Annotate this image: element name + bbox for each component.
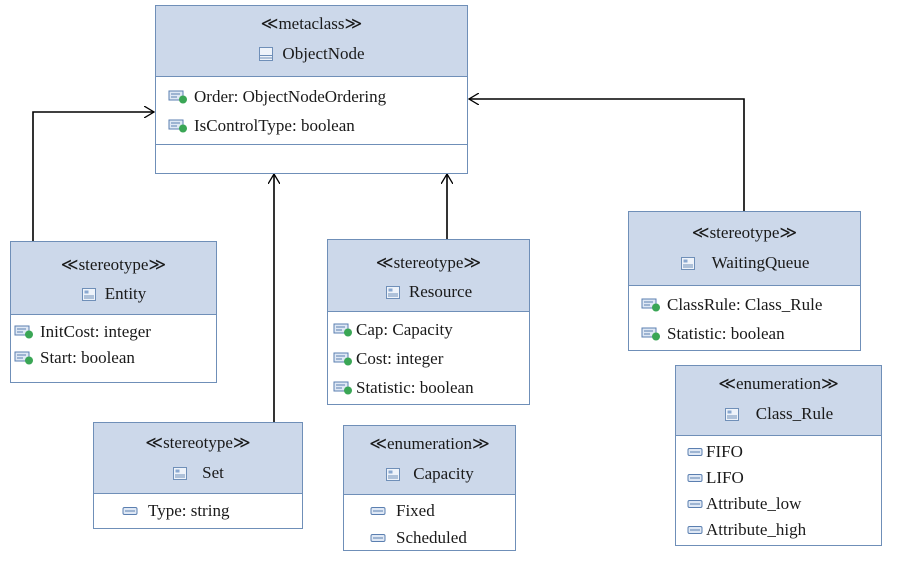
class-name: ObjectNode [282, 44, 365, 63]
enumeration-icon [386, 467, 401, 481]
literal-icon [687, 474, 703, 482]
operations-compartment [156, 144, 467, 173]
literal-row[interactable]: Fixed [370, 497, 515, 524]
literal-label: FIFO [706, 442, 743, 461]
stereotype-label: ≪metaclass≫ [260, 14, 363, 33]
entity-stereotype[interactable]: ≪stereotype≫ Entity InitCost: integer [10, 241, 217, 383]
stereotype-label: ≪stereotype≫ [375, 253, 482, 272]
literal-label: Attribute_high [706, 520, 807, 539]
waiting-queue-header: ≪stereotype≫ WaitingQueue [629, 212, 860, 286]
attribute-label: Cost: integer [356, 348, 444, 368]
stereotype-label: ≪stereotype≫ [145, 433, 251, 452]
attribute-row[interactable]: Cap: Capacity [333, 315, 529, 344]
property-icon [333, 352, 352, 365]
stereotype-icon [680, 256, 695, 270]
attribute-row[interactable]: Order: ObjectNodeOrdering [168, 82, 467, 111]
capacity-enumeration[interactable]: ≪enumeration≫ Capacity Fixed Schedule [343, 425, 516, 551]
literal-label: Attribute_low [706, 494, 802, 513]
attribute-label: Statistic: boolean [356, 377, 474, 397]
stereotype-label: ≪stereotype≫ [691, 223, 798, 242]
property-icon [14, 325, 33, 339]
resource-header: ≪stereotype≫ Resource [328, 240, 529, 312]
literal-icon [122, 507, 138, 515]
waiting-queue-stereotype[interactable]: ≪stereotype≫ WaitingQueue ClassRule: Cla… [628, 211, 861, 351]
stereotype-label: ≪enumeration≫ [718, 374, 839, 393]
attribute-row[interactable]: Statistic: boolean [641, 319, 860, 348]
property-icon [333, 323, 352, 336]
property-icon [168, 90, 187, 103]
capacity-header: ≪enumeration≫ Capacity [344, 426, 515, 495]
attribute-label: Cap: Capacity [356, 319, 453, 339]
attribute-row[interactable]: InitCost: integer [14, 319, 216, 345]
attribute-label: Statistic: boolean [667, 323, 785, 343]
literal-row[interactable]: Attribute_high [687, 517, 881, 543]
waiting-queue-extension-arrow [469, 99, 745, 212]
property-icon [14, 351, 33, 365]
literal-icon [687, 500, 703, 508]
literal-icon [370, 506, 386, 515]
literal-row[interactable]: LIFO [687, 465, 881, 491]
attribute-row[interactable]: Type: string [122, 497, 302, 525]
object-node-header: ≪metaclass≫ ObjectNode [156, 6, 467, 77]
class-name: Capacity [413, 464, 474, 483]
attribute-label: ClassRule: Class_Rule [667, 294, 823, 314]
property-icon [641, 298, 660, 311]
class-rule-header: ≪enumeration≫ Class_Rule [676, 366, 881, 436]
class-name: Class_Rule [755, 404, 834, 423]
object-node-metaclass[interactable]: ≪metaclass≫ ObjectNode Order: ObjectNode… [155, 5, 468, 174]
attribute-label: Start: boolean [40, 348, 135, 367]
entity-header: ≪stereotype≫ Entity [11, 242, 216, 315]
stereotype-label: ≪enumeration≫ [369, 434, 490, 453]
enumeration-icon [724, 407, 739, 421]
literal-row[interactable]: Scheduled [370, 524, 515, 551]
class-name: Entity [104, 284, 147, 303]
attribute-label: IsControlType: boolean [194, 115, 355, 135]
attribute-row[interactable]: ClassRule: Class_Rule [641, 290, 860, 319]
class-name: Set [202, 463, 224, 482]
resource-stereotype[interactable]: ≪stereotype≫ Resource Cap: Capacity [327, 239, 530, 405]
property-icon [641, 327, 660, 340]
literal-icon [687, 526, 703, 534]
literal-row[interactable]: FIFO [687, 439, 881, 465]
literal-label: LIFO [706, 468, 744, 487]
attribute-label: Order: ObjectNodeOrdering [194, 86, 387, 106]
attribute-label: Type: string [148, 501, 230, 520]
literal-label: Fixed [396, 500, 435, 520]
attribute-row[interactable]: IsControlType: boolean [168, 111, 467, 140]
class-rule-enumeration[interactable]: ≪enumeration≫ Class_Rule FIFO LIFO [675, 365, 882, 546]
attribute-row[interactable]: Cost: integer [333, 344, 529, 373]
stereotype-label: ≪stereotype≫ [60, 255, 167, 274]
set-stereotype[interactable]: ≪stereotype≫ Set Type: string [93, 422, 303, 529]
attribute-row[interactable]: Start: boolean [14, 345, 216, 371]
set-header: ≪stereotype≫ Set [94, 423, 302, 494]
stereotype-icon [385, 285, 400, 299]
class-name: WaitingQueue [711, 253, 810, 272]
attribute-label: InitCost: integer [40, 322, 151, 341]
class-name: Resource [408, 282, 473, 301]
stereotype-icon [173, 466, 188, 480]
literal-icon [687, 448, 703, 456]
literal-label: Scheduled [396, 527, 467, 547]
property-icon [168, 119, 187, 132]
literal-icon [370, 533, 386, 542]
property-icon [333, 381, 352, 394]
literal-row[interactable]: Attribute_low [687, 491, 881, 517]
class-icon [259, 47, 274, 61]
entity-extension-arrow [32, 112, 154, 242]
attribute-row[interactable]: Statistic: boolean [333, 373, 529, 402]
stereotype-icon [81, 287, 96, 301]
